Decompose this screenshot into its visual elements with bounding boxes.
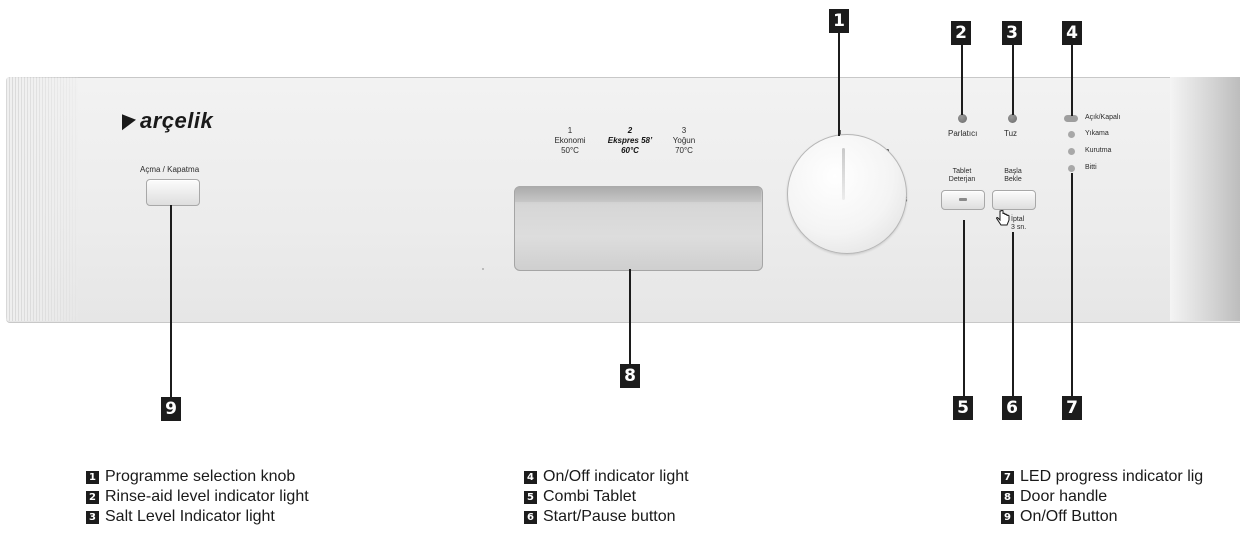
callout-line-2	[961, 45, 963, 115]
legend-item: 6 Start/Pause button	[524, 507, 884, 527]
legend-number: 3	[86, 510, 99, 524]
rinse-aid-label: Parlatıcı	[948, 129, 978, 138]
program-1-temp: 50°C	[561, 146, 579, 155]
program-3: 3 Yoğun 70°C	[664, 126, 704, 156]
status-led-done	[1068, 165, 1075, 172]
callout-8: 8	[620, 364, 640, 388]
status-label-dry: Kurutma	[1085, 147, 1112, 154]
callout-5: 5	[953, 396, 973, 420]
legend-number: 7	[1001, 470, 1014, 484]
panel-right-edge	[1170, 77, 1240, 321]
cancel-label-line-2: 3 sn.	[1011, 224, 1027, 231]
tablet-button[interactable]	[941, 190, 985, 210]
callout-line-6	[1012, 232, 1014, 396]
legend-item: 2 Rinse-aid level indicator light	[86, 487, 446, 507]
callout-1: 1	[829, 9, 849, 33]
power-label: Açma / Kapatma	[140, 165, 200, 174]
power-button[interactable]	[146, 179, 200, 206]
callout-6: 6	[1002, 396, 1022, 420]
tablet-label-line-2: Deterjan	[948, 176, 976, 183]
legend-item: 3 Salt Level Indicator light	[86, 507, 446, 527]
legend-item: 8 Door handle	[1001, 487, 1240, 507]
status-led-dry	[1068, 148, 1075, 155]
legend-item: 9 On/Off Button	[1001, 507, 1240, 527]
status-label-wash: Yıkama	[1085, 130, 1109, 137]
legend-number: 6	[524, 510, 537, 524]
legend-item: 7 LED progress indicator lig	[1001, 467, 1240, 487]
program-2: 2 Ekspres 58’ 60°C	[600, 126, 660, 156]
legend-column-1: 1 Programme selection knob 2 Rinse-aid lev…	[86, 467, 446, 527]
salt-label: Tuz	[1004, 129, 1018, 138]
legend-item: 4 On/Off indicator light	[524, 467, 884, 487]
legend-text: Combi Tablet	[543, 488, 637, 505]
logo-arrow-icon	[122, 111, 136, 131]
callout-line-9	[170, 205, 172, 397]
start-label: Başla Bekle	[992, 168, 1034, 184]
callout-2: 2	[951, 21, 971, 45]
program-1-name: Ekonomi	[554, 136, 586, 145]
callout-4: 4	[1062, 21, 1082, 45]
cancel-label: İptal 3 sn.	[1011, 216, 1026, 232]
legend-column-3: 7 LED progress indicator lig 8 Door handle…	[1001, 467, 1240, 527]
panel-left-edge	[6, 77, 78, 321]
brand-name: arçelik	[140, 108, 214, 133]
hand-press-icon	[996, 210, 1010, 226]
legend-text: Salt Level Indicator light	[105, 508, 275, 525]
callout-line-7	[1071, 173, 1073, 397]
cancel-label-line-1: İptal	[1011, 216, 1025, 223]
program-1: 1 Ekonomi 50°C	[548, 126, 592, 156]
legend-number: 4	[524, 470, 537, 484]
program-1-number: 1	[567, 126, 573, 135]
callout-line-5	[963, 220, 965, 396]
callout-line-4	[1071, 45, 1073, 116]
status-label-done: Bitti	[1085, 164, 1097, 171]
start-label-line-1: Başla	[1004, 168, 1022, 175]
tablet-label-line-1: Tablet	[952, 168, 972, 175]
legend-text: Door handle	[1020, 488, 1108, 505]
callout-line-1	[838, 33, 840, 136]
callout-3: 3	[1002, 21, 1022, 45]
legend-number: 1	[86, 470, 99, 484]
program-2-number: 2	[627, 126, 633, 135]
program-3-number: 3	[681, 126, 687, 135]
callout-7: 7	[1062, 396, 1082, 420]
callout-9: 9	[161, 397, 181, 421]
knob-pointer	[842, 148, 845, 200]
program-2-temp: 60°C	[621, 146, 639, 155]
legend-text: Start/Pause button	[543, 508, 676, 525]
legend-text: Programme selection knob	[105, 468, 296, 485]
program-3-temp: 70°C	[675, 146, 693, 155]
legend-number: 5	[524, 490, 537, 504]
legend-text: LED progress indicator lig	[1020, 468, 1204, 485]
legend-number: 9	[1001, 510, 1014, 524]
legend-number: 8	[1001, 490, 1014, 504]
legend-item: 1 Programme selection knob	[86, 467, 446, 487]
programme-knob[interactable]	[787, 134, 907, 254]
status-label-power: Açık/Kapalı	[1085, 114, 1121, 121]
door-handle-lip	[515, 186, 761, 202]
program-2-name: Ekspres 58’	[607, 136, 653, 145]
status-led-wash	[1068, 131, 1075, 138]
salt-led	[1008, 114, 1017, 123]
tablet-label: Tablet Deterjan	[940, 168, 984, 184]
tablet-led	[959, 198, 967, 201]
brand-logo: arçelik	[122, 108, 213, 134]
legend-item: 5 Combi Tablet	[524, 487, 884, 507]
legend-text: On/Off indicator light	[543, 468, 689, 485]
start-pause-button[interactable]	[992, 190, 1036, 210]
status-led-power	[1064, 115, 1078, 122]
program-3-name: Yoğun	[672, 136, 696, 145]
legend-number: 2	[86, 490, 99, 504]
knob-position-1: 1	[838, 129, 842, 138]
callout-line-3	[1012, 45, 1014, 115]
rinse-aid-led	[958, 114, 967, 123]
callout-line-8	[629, 269, 631, 365]
legend-text: Rinse-aid level indicator light	[105, 488, 309, 505]
start-label-line-2: Bekle	[1004, 176, 1022, 183]
panel-dot	[482, 268, 484, 270]
legend-text: On/Off Button	[1020, 508, 1118, 525]
